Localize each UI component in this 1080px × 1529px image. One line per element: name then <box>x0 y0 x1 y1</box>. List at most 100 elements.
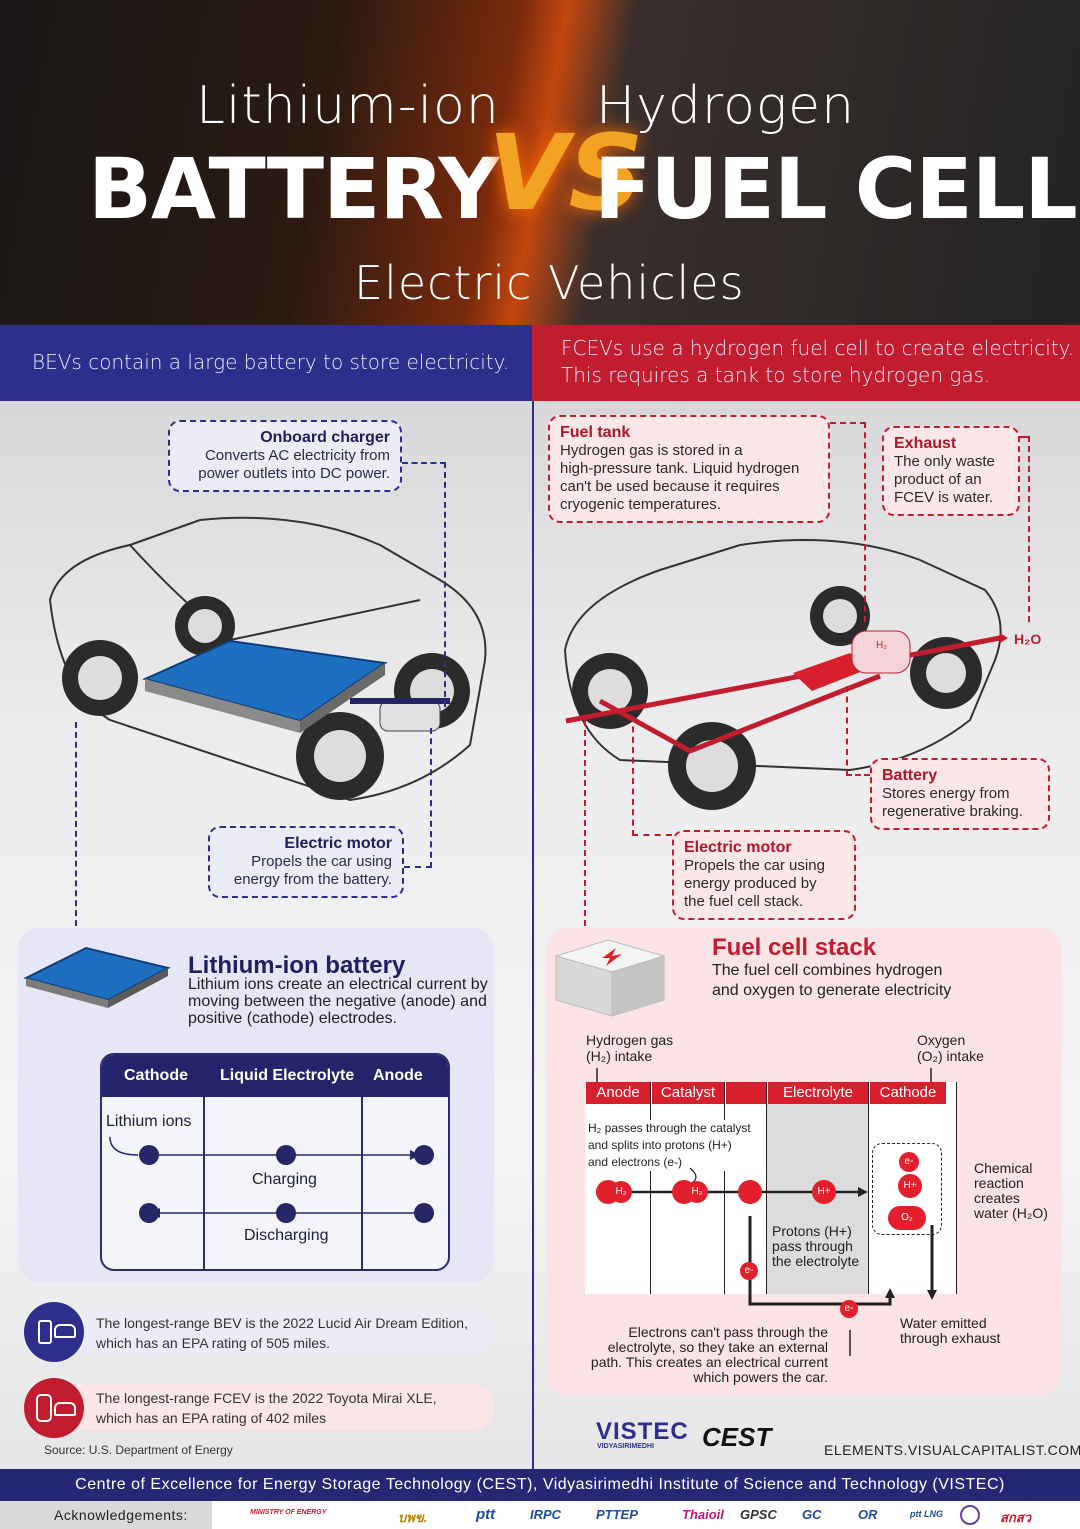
proton-dot: H+ <box>812 1180 836 1204</box>
ion-dot <box>276 1145 296 1165</box>
sponsor-logo: สกสว <box>1000 1510 1032 1525</box>
electron-dot: e- <box>899 1152 919 1172</box>
fcev-banner-line2: This requires a tank to store hydrogen g… <box>561 363 991 387</box>
center-divider <box>532 401 534 1469</box>
ion-dot <box>414 1203 434 1223</box>
exhaust-title: Exhaust <box>894 435 957 452</box>
fcev-motor-line1: Propels the car using <box>684 857 825 874</box>
sponsor-logo: OR <box>858 1507 878 1522</box>
left-big-title: BATTERY <box>88 140 499 238</box>
reaction-box <box>872 1143 942 1235</box>
fcev-battery-callout: Battery Stores energy from regenerative … <box>870 758 1050 830</box>
fcev-battery-line2: regenerative braking. <box>882 803 1023 820</box>
chemical-reaction-note: Chemical reaction creates water (H₂O) <box>974 1160 1048 1221</box>
subtitle: Electric Vehicles <box>354 256 745 310</box>
sponsor-logo: ptt LNG <box>910 1509 943 1519</box>
electrons-note: Electrons can't pass through the electro… <box>590 1324 828 1385</box>
header-anode-fc: Anode <box>586 1082 650 1104</box>
o2-dot: O₂ <box>888 1206 926 1230</box>
fcev-car-icon <box>24 1378 84 1438</box>
ion-dot <box>139 1203 159 1223</box>
ion-dot <box>139 1145 159 1165</box>
fcev-car <box>563 539 1002 772</box>
exhaust-callout: Exhaust The only waste product of an FCE… <box>882 426 1020 516</box>
bev-motor-callout: Electric motor Propels the car using ene… <box>208 826 404 898</box>
charging-label: Charging <box>252 1171 317 1188</box>
sponsor-logo: ptt <box>476 1506 496 1523</box>
fcev-motor-title: Electric motor <box>684 839 792 856</box>
bev-car-icon <box>24 1302 84 1362</box>
battery-cell-icon <box>23 946 171 1008</box>
vistec-logo: VISTEC <box>596 1418 689 1445</box>
fuel-cell-leader <box>584 720 586 936</box>
protons-note: Protons (H+) pass through the electrolyt… <box>772 1223 860 1269</box>
fcev-battery-line1: Stores energy from <box>882 785 1010 802</box>
sponsor-logo: IRPC <box>530 1507 562 1522</box>
electron-dot: e- <box>840 1300 858 1318</box>
fuel-tank-line3: can't be used because it requires <box>560 478 780 495</box>
fuel-cell-stack-icon <box>554 939 666 1017</box>
right-small-title: Hydrogen <box>596 76 856 136</box>
h2-tank-label: H₂ <box>876 640 888 651</box>
fcev-h2-tank <box>851 630 911 674</box>
bev-motor-title: Electric motor <box>284 835 392 852</box>
bev-banner-text: BEVs contain a large battery to store el… <box>32 350 510 374</box>
fuel-tank-callout: Fuel tank Hydrogen gas is stored in a hi… <box>548 415 830 523</box>
fcev-motor-line2: energy produced by <box>684 875 817 892</box>
fcev-battery <box>793 653 868 691</box>
o2-intake-line1: Oxygen <box>917 1032 966 1048</box>
onboard-charger-line1: Converts AC electricity from <box>204 447 390 464</box>
fcev-fact-line1: The longest-range FCEV is the 2022 Toyot… <box>96 1390 437 1406</box>
fcev-battery-title: Battery <box>882 767 938 784</box>
header-anode: Anode <box>373 1067 423 1084</box>
discharging-label: Discharging <box>244 1227 329 1244</box>
vs-logo: VS <box>488 112 644 234</box>
o2-intake-line2: (O₂) intake <box>917 1048 984 1064</box>
fcev-banner-line1: FCEVs use a hydrogen fuel cell to create… <box>561 336 1075 360</box>
fuel-cell-title: Fuel cell stack <box>712 934 877 961</box>
bev-fact: The longest-range BEV is the 2022 Lucid … <box>26 1309 494 1355</box>
sponsor-logo: Thaioil <box>682 1507 724 1522</box>
left-small-title: Lithium-ion <box>196 76 500 136</box>
sponsor-logo: MINISTRY OF ENERGY <box>250 1509 327 1516</box>
li-battery-line3: positive (cathode) electrodes. <box>188 1010 397 1027</box>
ion-dot <box>414 1145 434 1165</box>
fcev-motor-leader <box>632 716 672 836</box>
onboard-charger-title: Onboard charger <box>260 429 390 446</box>
lithium-ions-label: Lithium ions <box>106 1113 192 1131</box>
right-big-title: FUEL CELL <box>594 140 1078 238</box>
onboard-charger-line2: power outlets into DC power. <box>198 465 390 482</box>
ministry-seal-icon <box>960 1505 980 1525</box>
bev-fact-line2: which has an EPA rating of 505 miles. <box>96 1335 330 1351</box>
split-dot <box>738 1180 762 1204</box>
header-cathode-fc: Cathode <box>870 1082 946 1104</box>
vistec-sub: VIDYASIRIMEDHI <box>597 1443 654 1450</box>
ack-label: Acknowledgements: <box>54 1507 188 1523</box>
bev-motor-leader <box>404 728 432 868</box>
org-footer: Centre of Excellence for Energy Storage … <box>0 1469 1080 1501</box>
battery-leader <box>75 722 77 926</box>
bev-motor <box>350 698 450 732</box>
h2-dot-label: H₂ <box>686 1181 708 1203</box>
header-electrolyte: Liquid Electrolyte <box>220 1067 355 1084</box>
fuel-cell-line2: and oxygen to generate electricity <box>712 982 952 999</box>
exhaust-line1: The only waste <box>894 453 995 470</box>
water-emitted-note: Water emitted through exhaust <box>900 1315 1001 1346</box>
fcev-battery-leader <box>846 686 870 776</box>
anode-note: H₂ passes through the catalyst and split… <box>588 1120 751 1171</box>
li-battery-title: Lithium-ion battery <box>188 952 406 979</box>
fuel-cell-line1: The fuel cell combines hydrogen <box>712 962 943 979</box>
fcev-motor-line3: the fuel cell stack. <box>684 893 804 910</box>
ion-flow-table: Cathode Liquid Electrolyte Anode Lithium… <box>100 1053 450 1271</box>
fcev-hydrogen-lines <box>565 635 1001 754</box>
exhaust-leader <box>1018 436 1030 622</box>
exhaust-line3: FCEV is water. <box>894 489 994 506</box>
bev-wheels <box>62 596 470 800</box>
fuel-tank-line4: cryogenic temperatures. <box>560 496 721 513</box>
bev-banner: BEVs contain a large battery to store el… <box>0 325 532 401</box>
bev-fact-line1: The longest-range BEV is the 2022 Lucid … <box>96 1315 468 1331</box>
h2-intake-line1: Hydrogen gas <box>586 1032 674 1048</box>
h2o-label: H₂O <box>1014 631 1042 647</box>
fuel-tank-line1: Hydrogen gas is stored in a <box>560 442 743 459</box>
proton-dot: H+ <box>898 1174 922 1198</box>
